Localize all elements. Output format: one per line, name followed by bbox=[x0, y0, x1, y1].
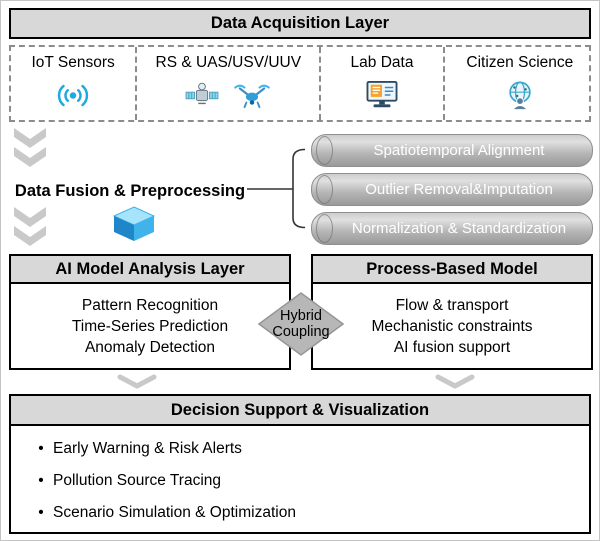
iot-signal-icon bbox=[57, 84, 89, 106]
hybrid-coupling-label: Hybrid Coupling bbox=[272, 308, 330, 340]
source-iot-sensors: IoT Sensors bbox=[11, 47, 138, 120]
source-icon-area bbox=[185, 75, 271, 115]
drone-icon bbox=[234, 84, 271, 109]
data-acquisition-header: Data Acquisition Layer bbox=[9, 8, 591, 39]
ai-model-title: AI Model Analysis Layer bbox=[55, 259, 245, 278]
source-label: Lab Data bbox=[350, 54, 414, 71]
preprocessing-step-cylinder: Spatiotemporal Alignment bbox=[311, 134, 593, 167]
ai-model-item: Time-Series Prediction bbox=[71, 318, 229, 335]
decision-support-header: Decision Support & Visualization bbox=[9, 394, 591, 426]
source-label: RS & UAS/USV/UUV bbox=[155, 54, 302, 71]
decision-item: • Early Warning & Risk Alerts bbox=[29, 440, 589, 458]
data-sources-panel: IoT Sensors RS & UAS/USV/UUV bbox=[9, 45, 591, 122]
bullet-icon: • bbox=[38, 472, 44, 489]
decision-item-label: Scenario Simulation & Optimization bbox=[53, 504, 296, 521]
diamond-shape bbox=[257, 292, 345, 356]
preprocessing-step-label: Normalization & Standardization bbox=[351, 220, 567, 237]
decision-support-body: • Early Warning & Risk Alerts • Pollutio… bbox=[9, 424, 591, 534]
hybrid-coupling-diamond: Hybrid Coupling bbox=[257, 292, 345, 356]
source-lab-data: Lab Data bbox=[321, 47, 445, 120]
decision-support-title: Decision Support & Visualization bbox=[170, 400, 430, 419]
process-model-item: Flow & transport bbox=[395, 297, 509, 314]
bullet-icon: • bbox=[38, 440, 44, 457]
process-model-item: Mechanistic constraints bbox=[371, 318, 533, 335]
process-model-body: Flow & transport Mechanistic constraints… bbox=[311, 282, 593, 370]
preprocessing-step-cylinder: Outlier Removal&Imputation bbox=[311, 173, 593, 206]
satellite-icon bbox=[185, 82, 219, 105]
down-chevron-icon bbox=[435, 374, 475, 389]
decision-item: • Pollution Source Tracing bbox=[29, 472, 589, 490]
decision-item-label: Early Warning & Risk Alerts bbox=[53, 440, 242, 457]
double-down-chevron-icon bbox=[14, 207, 46, 246]
source-rs-uas: RS & UAS/USV/UUV bbox=[137, 47, 322, 120]
lab-monitor-icon bbox=[366, 80, 398, 108]
double-down-chevron-icon bbox=[14, 128, 46, 167]
process-model-header: Process-Based Model bbox=[311, 254, 593, 284]
source-label: Citizen Science bbox=[466, 54, 574, 71]
bullet-icon: • bbox=[38, 504, 44, 521]
ai-model-header: AI Model Analysis Layer bbox=[9, 254, 291, 284]
decision-item-label: Pollution Source Tracing bbox=[53, 472, 222, 489]
citizen-globe-icon bbox=[509, 81, 531, 110]
fusion-cube-icon bbox=[112, 206, 156, 241]
ai-model-item: Pattern Recognition bbox=[81, 297, 219, 314]
process-model-title: Process-Based Model bbox=[366, 259, 538, 278]
ai-model-body: Pattern Recognition Time-Series Predicti… bbox=[9, 282, 291, 370]
process-model-item: AI fusion support bbox=[393, 339, 511, 356]
data-fusion-label: Data Fusion & Preprocessing bbox=[14, 182, 246, 200]
source-icon-area bbox=[54, 75, 92, 115]
source-icon-area bbox=[504, 75, 536, 115]
fusion-bracket-connector bbox=[247, 148, 306, 229]
data-acquisition-title: Data Acquisition Layer bbox=[210, 14, 390, 32]
decision-item: • Scenario Simulation & Optimization bbox=[29, 504, 589, 522]
ai-model-item: Anomaly Detection bbox=[84, 339, 216, 356]
preprocessing-step-label: Outlier Removal&Imputation bbox=[365, 181, 553, 198]
source-label: IoT Sensors bbox=[31, 54, 115, 71]
preprocessing-step-label: Spatiotemporal Alignment bbox=[373, 142, 545, 159]
source-icon-area bbox=[365, 75, 399, 115]
down-chevron-icon bbox=[117, 374, 157, 389]
source-citizen-science: Citizen Science bbox=[445, 47, 595, 120]
preprocessing-step-cylinder: Normalization & Standardization bbox=[311, 212, 593, 245]
